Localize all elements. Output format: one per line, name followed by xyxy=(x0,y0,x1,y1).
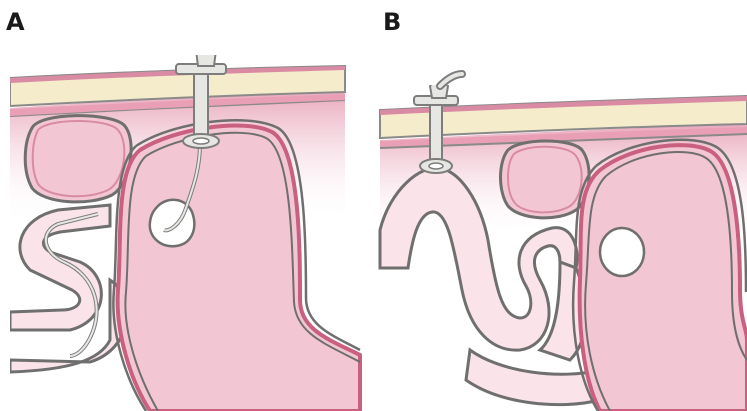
tube-shaft-a xyxy=(194,70,208,144)
internal-bumper-hole-a xyxy=(193,138,209,144)
panel-label-a: A xyxy=(6,8,25,36)
internal-bumper-hole-b xyxy=(429,163,443,169)
panel-b xyxy=(380,82,747,411)
panel-label-b: B xyxy=(383,8,401,36)
tube-external-core-a xyxy=(208,34,246,50)
balloon-b xyxy=(600,228,644,276)
panel-a xyxy=(10,34,360,411)
tube-connector-a xyxy=(196,46,216,67)
tube-shaft-b xyxy=(430,100,442,166)
bowel-loop-b xyxy=(501,141,590,218)
tube-external-a xyxy=(208,34,246,50)
jejunum-lower-b xyxy=(466,350,600,405)
